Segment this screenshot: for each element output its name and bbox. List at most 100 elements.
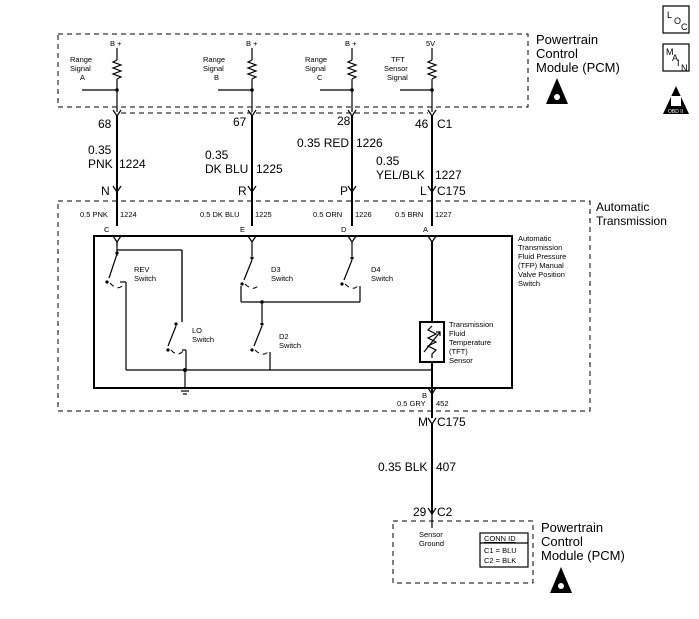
esd-warning-icon-bottom xyxy=(550,567,572,593)
tx-wire-3-label: 0.5 ORN xyxy=(313,210,342,219)
tx-wire-2-label: 0.5 DK BLU xyxy=(200,210,240,219)
b-plus-label-a: B + xyxy=(110,39,122,48)
svg-text:I: I xyxy=(677,58,680,68)
transmission-title-2: Transmission xyxy=(596,214,667,228)
obd-ii-icon: OBD II xyxy=(663,86,689,115)
ground-icon xyxy=(179,370,191,395)
conn-id-header: CONN ID xyxy=(484,534,516,543)
pcm-range-c-circuit: B + Range Signal C xyxy=(305,39,358,112)
pin-29-label: 29 xyxy=(413,505,427,519)
d2-switch: D2 Switch xyxy=(250,300,301,370)
pcm-range-a-circuit: B + Range Signal A xyxy=(70,39,123,112)
rev-label-2: Switch xyxy=(134,274,156,283)
wire-407-gauge-color: 0.35 BLK xyxy=(378,460,427,474)
wire-1224-color: PNK xyxy=(88,157,113,171)
transmission-box xyxy=(57,200,591,412)
tfp-switch-box xyxy=(93,235,513,389)
svg-text:C: C xyxy=(681,22,688,32)
wire-1225-gauge: 0.35 xyxy=(205,148,229,162)
c175-pin-r: R xyxy=(238,184,247,198)
lo-label-2: Switch xyxy=(192,335,214,344)
tx-pin-e: E xyxy=(240,225,245,234)
tft-signal-label-1: TFT xyxy=(391,55,405,64)
d2-label-2: Switch xyxy=(279,341,301,350)
d2-label-1: D2 xyxy=(279,332,289,341)
svg-text:Transmission: Transmission xyxy=(518,243,562,252)
tft-label-5: Sensor xyxy=(449,356,473,365)
d4-switch: D4 Switch xyxy=(241,242,393,303)
c175-pin-n: N xyxy=(101,184,110,198)
transmission-title-1: Automatic xyxy=(596,200,649,214)
tx-wire-1-label: 0.5 PNK xyxy=(80,210,108,219)
wire-407-circuit: 407 xyxy=(436,460,456,474)
d3-switch: D3 Switch xyxy=(240,242,293,302)
range-b-label-3: B xyxy=(214,73,219,82)
loc-icon-text: L xyxy=(667,10,672,20)
wire-1225-color: DK BLU xyxy=(205,162,248,176)
wire-1227-circuit: 1227 xyxy=(435,168,462,182)
tx-pin-d: D xyxy=(341,225,347,234)
svg-text:N: N xyxy=(681,63,688,73)
lo-switch: LO Switch xyxy=(116,242,214,370)
c175-label-bottom: C175 xyxy=(437,415,466,429)
esd-warning-icon xyxy=(546,78,568,104)
d4-label-2: Switch xyxy=(371,274,393,283)
lo-label-1: LO xyxy=(192,326,202,335)
d3-label-1: D3 xyxy=(271,265,281,274)
sensor-ground-label-1: Sensor xyxy=(419,530,443,539)
pin-28-label: 28 xyxy=(337,114,351,128)
conn-id-c2: C2 = BLK xyxy=(484,556,516,565)
range-b-label-2: Signal xyxy=(203,64,224,73)
svg-text:(TFP) Manual: (TFP) Manual xyxy=(518,261,564,270)
svg-text:Automatic: Automatic xyxy=(518,234,552,243)
pcm-tft-signal-circuit: 5V TFT Sensor Signal xyxy=(384,39,438,112)
range-b-label-1: Range xyxy=(203,55,225,64)
wire-1224-circuit: 1224 xyxy=(119,157,146,171)
d4-label-1: D4 xyxy=(371,265,381,274)
obd-ii-label: OBD II xyxy=(668,109,683,115)
c175-label-top: C175 xyxy=(437,184,466,198)
svg-text:Fluid Pressure: Fluid Pressure xyxy=(518,252,566,261)
pcm-top-title-2: Control xyxy=(536,46,578,61)
tx-wire-1-circuit: 1224 xyxy=(120,210,137,219)
tft-label-4: (TFT) xyxy=(449,347,468,356)
pcm-bottom-box xyxy=(392,520,534,584)
tx-wire-4-label: 0.5 BRN xyxy=(395,210,423,219)
tft-label-1: Transmission xyxy=(449,320,493,329)
svg-text:Valve Position: Valve Position xyxy=(518,270,565,279)
tx-out-wire-label: 0.5 GRY xyxy=(397,399,426,408)
range-c-label-3: C xyxy=(317,73,323,82)
conn-id-c1: C1 = BLU xyxy=(484,546,517,555)
svg-text:M: M xyxy=(666,47,674,57)
sensor-ground-label-2: Ground xyxy=(419,539,444,548)
pin-67-label: 67 xyxy=(233,115,247,129)
connector-c2-label: C2 xyxy=(437,505,453,519)
five-v-label: 5V xyxy=(426,39,435,48)
tft-signal-label-3: Signal xyxy=(387,73,408,82)
c175-pin-m: M xyxy=(418,415,428,429)
tft-sensor: Transmission Fluid Temperature (TFT) Sen… xyxy=(419,242,493,394)
tx-pin-c: C xyxy=(104,225,110,234)
rev-switch: REV Switch xyxy=(105,242,156,370)
svg-text:A: A xyxy=(672,53,678,63)
tfp-label: Automatic Transmission Fluid Pressure (T… xyxy=(518,234,566,288)
pcm-top-title-3: Module (PCM) xyxy=(536,60,620,75)
range-c-label-2: Signal xyxy=(305,64,326,73)
pcm-range-b-circuit: B + Range Signal B xyxy=(203,39,258,112)
range-c-label-1: Range xyxy=(305,55,327,64)
tx-pin-a: A xyxy=(423,225,428,234)
tx-wire-3-circuit: 1226 xyxy=(355,210,372,219)
svg-text:Switch: Switch xyxy=(518,279,540,288)
d3-label-2: Switch xyxy=(271,274,293,283)
range-a-label-1: Range xyxy=(70,55,92,64)
tx-out-circuit: 452 xyxy=(436,399,449,408)
tx-wire-4-circuit: 1227 xyxy=(435,210,452,219)
wire-1226-circuit: 1226 xyxy=(356,136,383,150)
pcm-top-box xyxy=(57,33,529,108)
pin-46-label: 46 xyxy=(415,117,429,131)
b-plus-label-b: B + xyxy=(246,39,258,48)
pcm-bottom-title-2: Control xyxy=(541,534,583,549)
c175-pin-p: P xyxy=(340,184,348,198)
pcm-bottom-title-1: Powertrain xyxy=(541,520,603,535)
